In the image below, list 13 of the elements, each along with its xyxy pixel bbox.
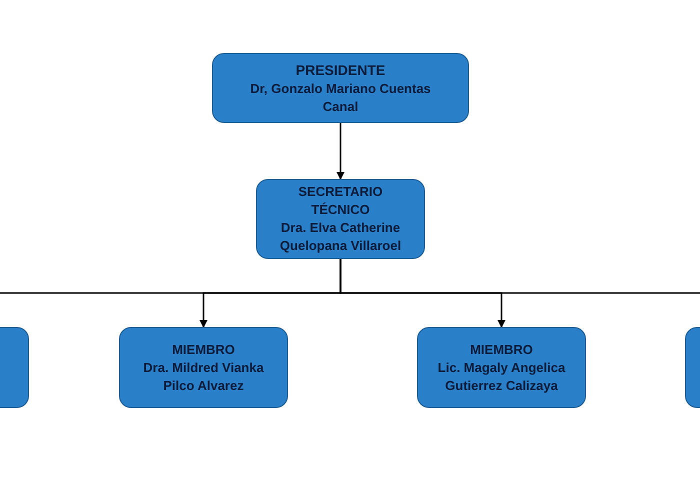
person-name: Dra. Mildred Vianka Pilco Alvarez xyxy=(142,358,265,394)
role-title: MIEMBRO xyxy=(172,340,235,358)
org-box xyxy=(417,327,586,408)
person-name: Dr, Gonzalo Mariano Cuentas Canal xyxy=(249,80,432,116)
person-name: Lic. Magaly Angelica Gutierrez Calizaya xyxy=(436,358,566,394)
role-title: SECRETARIO TÉCNICO xyxy=(297,183,384,219)
org-box xyxy=(256,179,425,259)
org-box xyxy=(119,327,288,408)
role-title: MIEMBRO xyxy=(470,340,533,358)
person-name: Dra. Elva Catherine Quelopana Villaroel xyxy=(278,219,402,255)
connector-arrow xyxy=(336,123,344,180)
role-title: PRESIDENTE xyxy=(296,60,386,80)
org-box xyxy=(212,53,469,123)
